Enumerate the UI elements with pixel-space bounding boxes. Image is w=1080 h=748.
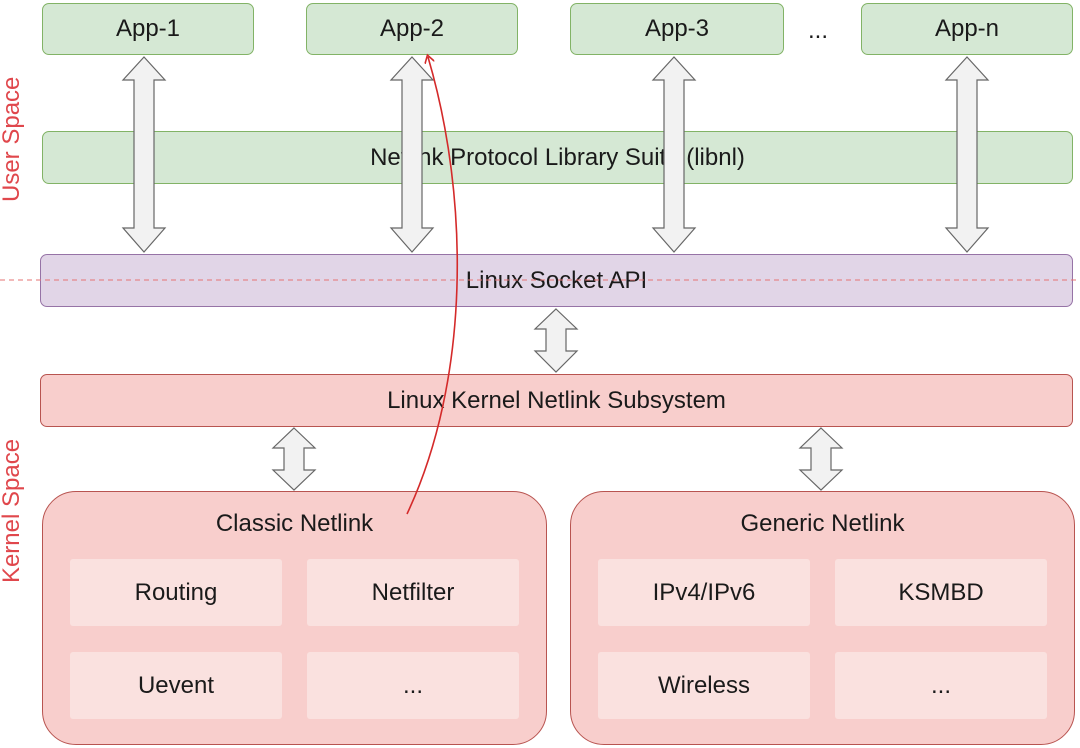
classic-double-arrow [271, 427, 317, 491]
generic-double-arrow [798, 427, 844, 491]
generic-cell-wireless: Wireless [598, 652, 810, 719]
apps-ellipsis: ... [808, 17, 829, 44]
app-2-double-arrow [389, 56, 435, 253]
app-1-box: App-1 [42, 3, 254, 55]
classic-cell-netfilter: Netfilter [307, 559, 519, 626]
app-2-box: App-2 [306, 3, 518, 55]
classic-cell-uevent: Uevent [70, 652, 282, 719]
app-3-box: App-3 [570, 3, 784, 55]
classic-to-app-2-flow-curve [406, 57, 459, 515]
app-n-box: App-n [861, 3, 1073, 55]
classic-netlink-group: Classic Netlink Routing Netfilter Uevent… [42, 491, 547, 745]
generic-netlink-title: Generic Netlink [740, 510, 905, 537]
app-3-double-arrow [651, 56, 697, 253]
classic-cell-more: ... [307, 652, 519, 719]
generic-netlink-group: Generic Netlink IPv4/IPv6 KSMBD Wireless… [570, 491, 1075, 745]
generic-cell-ipv4-ipv6: IPv4/IPv6 [598, 559, 810, 626]
app-1-double-arrow [121, 56, 167, 253]
generic-cell-more: ... [835, 652, 1047, 719]
classic-cell-routing: Routing [70, 559, 282, 626]
classic-netlink-title: Classic Netlink [215, 510, 374, 537]
app-n-double-arrow [944, 56, 990, 253]
generic-cell-ksmbd: KSMBD [835, 559, 1047, 626]
socket-kernel-double-arrow [533, 308, 579, 373]
